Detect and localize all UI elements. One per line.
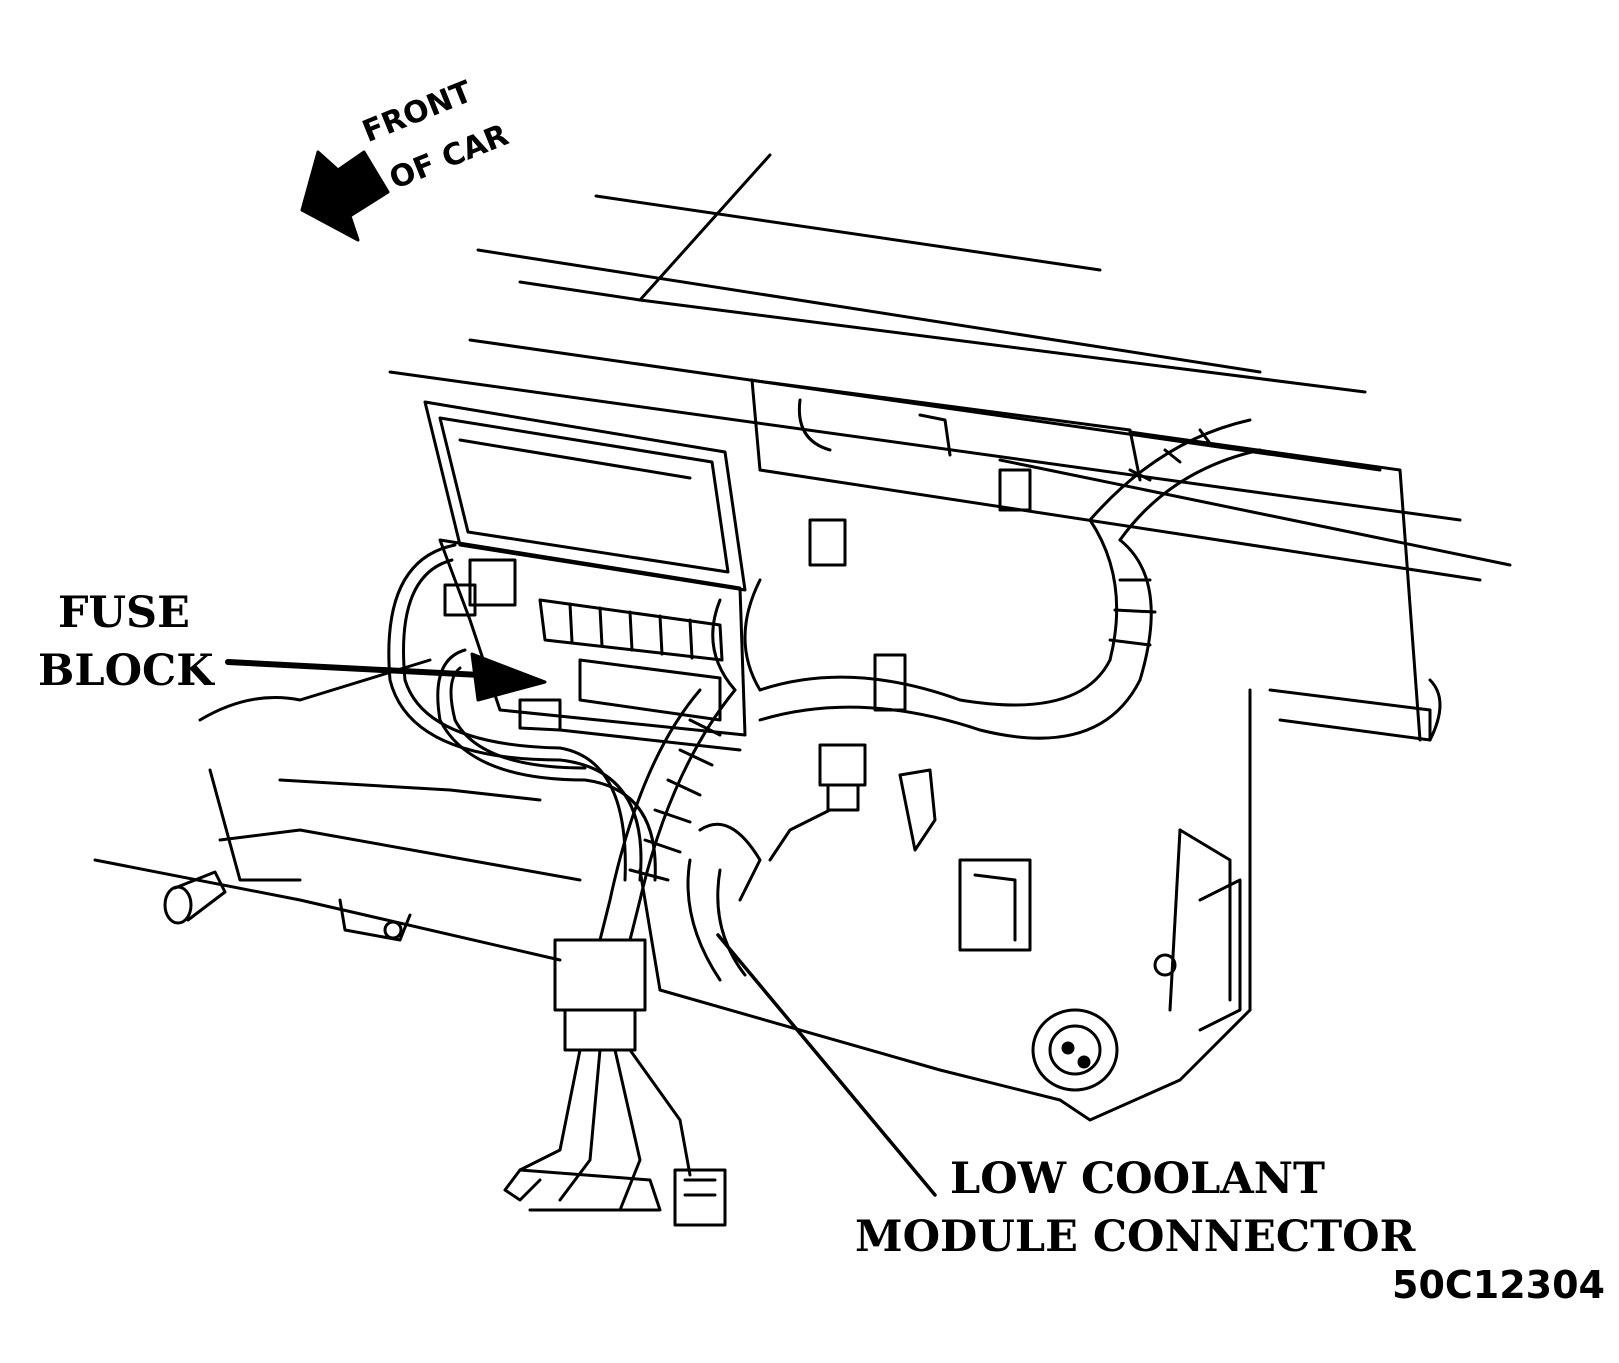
front-direction-arrow — [300, 150, 390, 242]
fuse-block-arrowhead — [470, 652, 547, 702]
fuse-block-label-line2: BLOCK — [38, 646, 214, 696]
figure-code: 50C12304 — [1392, 1263, 1605, 1307]
fuse-block-label-line1: FUSE — [58, 588, 190, 638]
left-harness — [387, 543, 657, 882]
fuse-block — [438, 538, 747, 752]
fuse-block-leader — [225, 659, 483, 678]
lower-connectors — [503, 938, 727, 1227]
coolant-connector-leader — [716, 933, 937, 1197]
main-harness-trunk — [598, 418, 1262, 942]
dashboard-top-panel — [388, 153, 1512, 582]
callout-arrows — [225, 652, 937, 1197]
round-socket — [1031, 953, 1177, 1092]
instrument-carrier — [423, 378, 1442, 1122]
low-coolant-label-line2: MODULE CONNECTOR — [855, 1212, 1416, 1262]
low-coolant-label-line1: LOW COOLANT — [950, 1154, 1325, 1204]
harness-clips — [797, 398, 1032, 952]
low-coolant-connector — [686, 743, 867, 982]
mounting-bracket — [93, 658, 582, 962]
